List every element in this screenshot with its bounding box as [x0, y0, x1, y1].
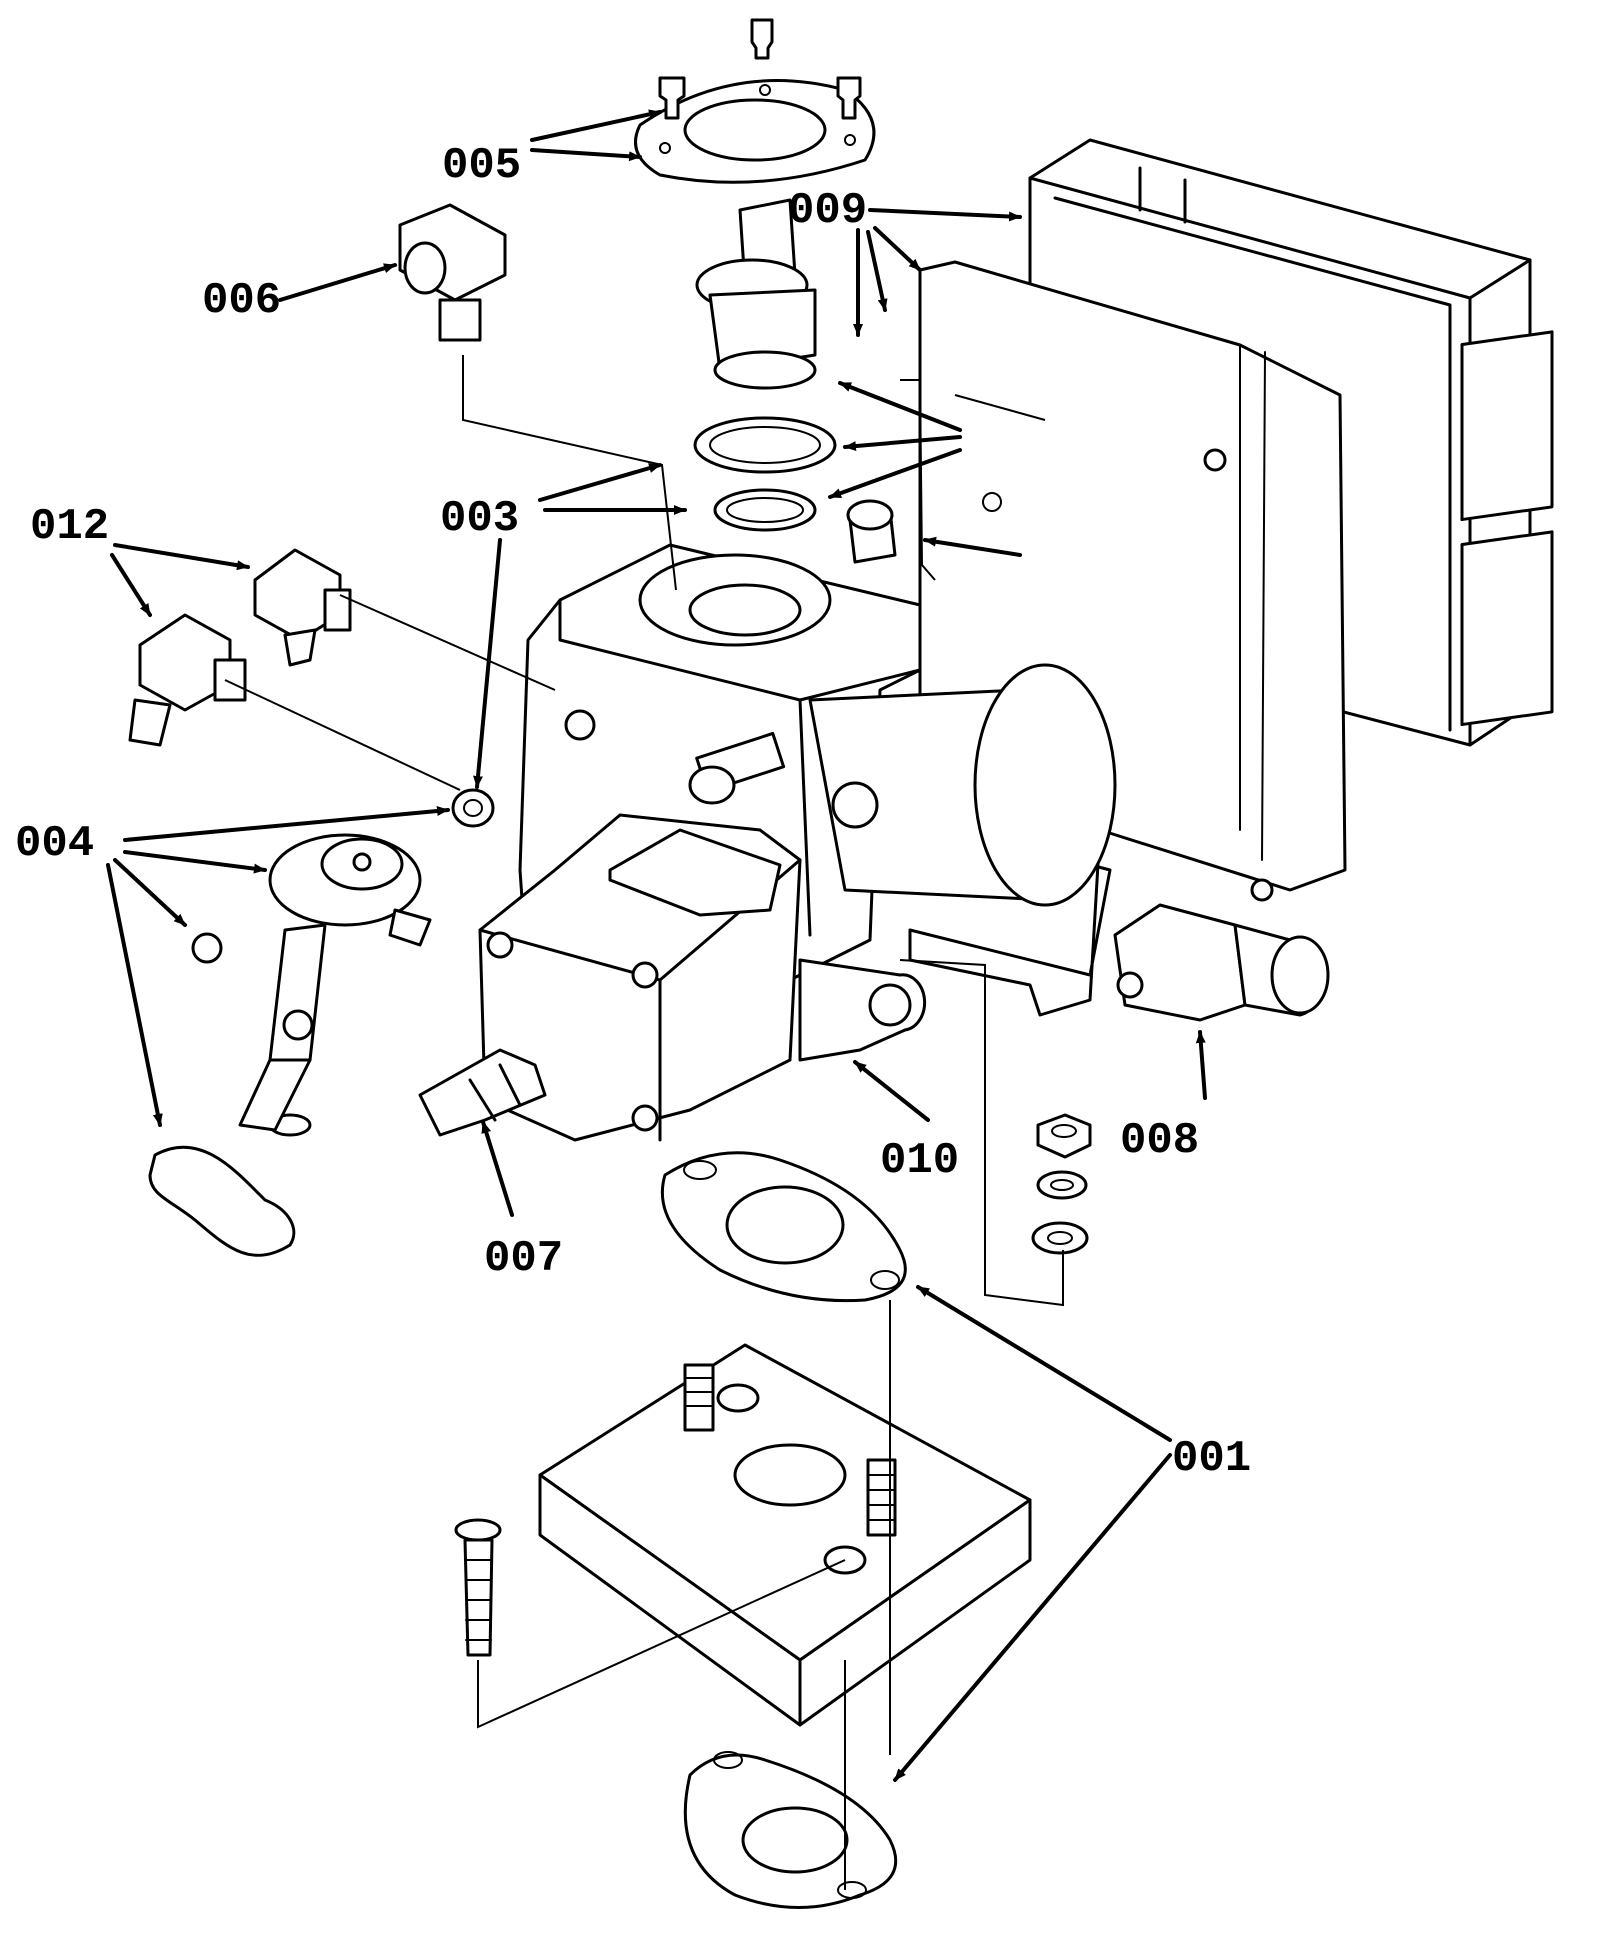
banjo-fitting-lower — [128, 613, 247, 747]
callout-012: 012 — [30, 502, 109, 552]
screw-top — [750, 18, 774, 60]
screw-left — [658, 76, 686, 120]
plug-cap — [846, 499, 897, 564]
mounting-bracket-plate — [908, 260, 1347, 1017]
countersunk-screw — [454, 1518, 502, 1657]
callout-008: 008 — [1120, 1116, 1199, 1166]
callout-005: 005 — [442, 141, 521, 191]
stud-bolt-2 — [866, 1458, 897, 1537]
regulator-screw-2 — [282, 1009, 314, 1041]
callout-007: 007 — [484, 1234, 563, 1284]
banjo-fitting-upper — [253, 548, 352, 667]
callout-010: 010 — [880, 1136, 959, 1186]
flat-washer — [1031, 1221, 1089, 1255]
callout-009: 009 — [788, 186, 867, 236]
pressure-regulator — [238, 833, 432, 1137]
o-ring-small — [713, 488, 817, 532]
callout-labels: 001 003 004 005 006 007 008 009 010 012 — [15, 141, 1251, 1484]
throttle-position-sensor — [695, 198, 817, 390]
gasket-lower — [683, 1751, 898, 1909]
top-flange-gasket — [634, 79, 876, 184]
callout-001: 001 — [1172, 1434, 1251, 1484]
hex-nut — [1036, 1113, 1092, 1159]
screw-right — [836, 76, 862, 120]
sealing-washer — [451, 788, 495, 828]
regulator-screw-1 — [191, 932, 223, 964]
map-sensor — [1113, 903, 1330, 1022]
callout-004: 004 — [15, 819, 94, 869]
o-ring-large — [693, 416, 837, 474]
elbow-fitting — [398, 203, 507, 342]
leader-arrows — [106, 109, 1207, 1782]
stud-bolt-1 — [683, 1363, 715, 1432]
lock-washer — [1036, 1170, 1088, 1200]
inlet-nipple-fitting — [418, 1048, 547, 1137]
fuel-hose — [148, 1145, 296, 1257]
gasket-upper — [660, 1151, 907, 1303]
callout-006: 006 — [202, 276, 281, 326]
actuator-motor — [478, 813, 927, 1142]
callout-003: 003 — [440, 494, 519, 544]
spacer-block — [538, 1343, 1032, 1727]
assembly-lines — [224, 355, 1064, 1890]
